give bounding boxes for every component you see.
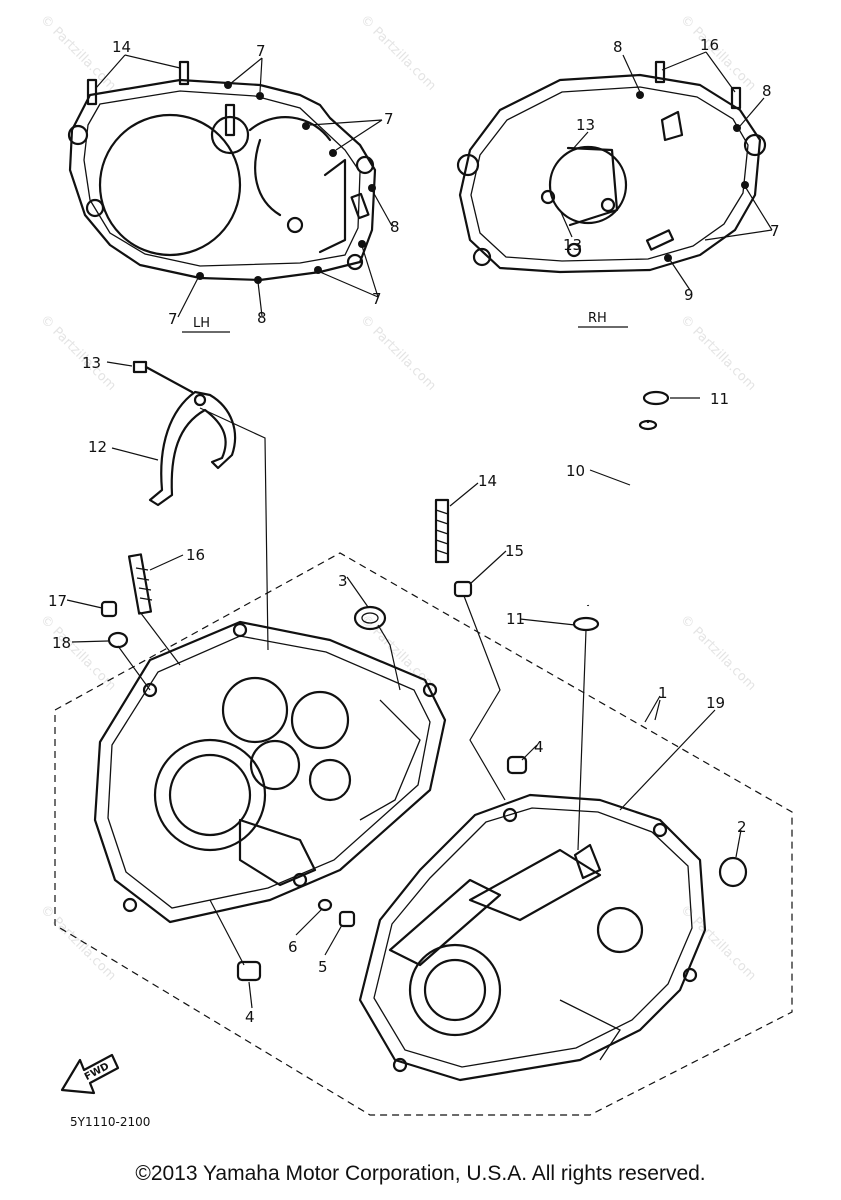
rh-label: RH — [588, 311, 607, 326]
assembly-leaders — [117, 407, 661, 966]
forward-arrow: FWD — [60, 1053, 120, 1095]
dowel-17 — [100, 600, 118, 618]
watermark: © Partzilla.com — [677, 312, 759, 394]
callout: 16 — [700, 36, 719, 54]
dowel-4-lower — [236, 960, 262, 982]
callout: 11 — [506, 610, 525, 628]
callout: 5 — [318, 958, 328, 976]
callout: 7 — [372, 290, 382, 308]
callouts: 14 7 7 8 7 8 7 LH 8 16 8 13 13 7 9 RH 13… — [48, 36, 780, 1129]
callout: 8 — [762, 82, 772, 100]
callout-leaders — [66, 361, 742, 1009]
hose-10 — [577, 419, 658, 607]
reference-code: 5Y1110-2100 — [70, 1115, 150, 1129]
lh-label: LH — [193, 316, 210, 331]
left-crankcase-half — [93, 620, 447, 924]
callout: 14 — [478, 472, 497, 490]
clip-11-bottom — [572, 616, 600, 632]
washer-18 — [107, 631, 129, 649]
callout: 18 — [52, 634, 71, 652]
callout: 14 — [112, 38, 131, 56]
bracket-12 — [148, 390, 237, 507]
watermark: © Partzilla.com — [37, 12, 119, 94]
watermark: © Partzilla.com — [677, 902, 759, 984]
callout: 2 — [737, 818, 747, 836]
lh-case-outline — [67, 60, 377, 282]
watermark: © Partzilla.com — [37, 612, 119, 694]
callout: 7 — [770, 222, 780, 240]
rh-bolt-dots — [636, 91, 749, 262]
callout: 17 — [48, 592, 67, 610]
lh-leaders — [95, 54, 393, 333]
callout: 13 — [563, 236, 582, 254]
watermark: © Partzilla.com — [37, 312, 119, 394]
stud-16 — [127, 553, 153, 615]
watermark: © Partzilla.com — [357, 312, 439, 394]
callout: 11 — [710, 390, 729, 408]
callout: 7 — [168, 310, 178, 328]
assembly-boundary — [54, 552, 793, 1116]
callout: 4 — [534, 738, 544, 756]
clip-11-top — [642, 390, 670, 406]
callout: 10 — [566, 462, 585, 480]
lh-bolt-dots — [196, 81, 376, 284]
callout: 16 — [186, 546, 205, 564]
callout: 9 — [684, 286, 694, 304]
callout: 4 — [245, 1008, 255, 1026]
rh-leaders — [559, 51, 773, 328]
callout: 19 — [706, 694, 725, 712]
watermark: © Partzilla.com — [357, 12, 439, 94]
screw-13 — [132, 360, 194, 394]
callout: 12 — [88, 438, 107, 456]
watermark: © Partzilla.com — [37, 902, 119, 984]
stud-14 — [434, 498, 450, 564]
seal-2 — [718, 856, 748, 888]
o-ring-6 — [317, 898, 333, 912]
dowel-4-upper — [506, 755, 528, 775]
callout: 7 — [384, 110, 394, 128]
callout: 8 — [257, 309, 267, 327]
callout: 1 — [658, 684, 668, 702]
callout: 13 — [576, 116, 595, 134]
watermark: © Partzilla.com — [677, 612, 759, 694]
rh-case-outline — [456, 60, 767, 274]
watermarks: © Partzilla.com © Partzilla.com © Partzi… — [37, 12, 759, 984]
copyright-notice: ©2013 Yamaha Motor Corporation, U.S.A. A… — [135, 1162, 706, 1185]
callout: 6 — [288, 938, 298, 956]
seal-3 — [353, 605, 387, 631]
callout: 7 — [256, 42, 266, 60]
callout: 8 — [613, 38, 623, 56]
callout: 8 — [390, 218, 400, 236]
dowel-5 — [338, 910, 356, 928]
callout: 15 — [505, 542, 524, 560]
callout: 3 — [338, 572, 348, 590]
nut-15 — [453, 580, 473, 598]
callout: 13 — [82, 354, 101, 372]
right-crankcase-half — [358, 793, 707, 1082]
